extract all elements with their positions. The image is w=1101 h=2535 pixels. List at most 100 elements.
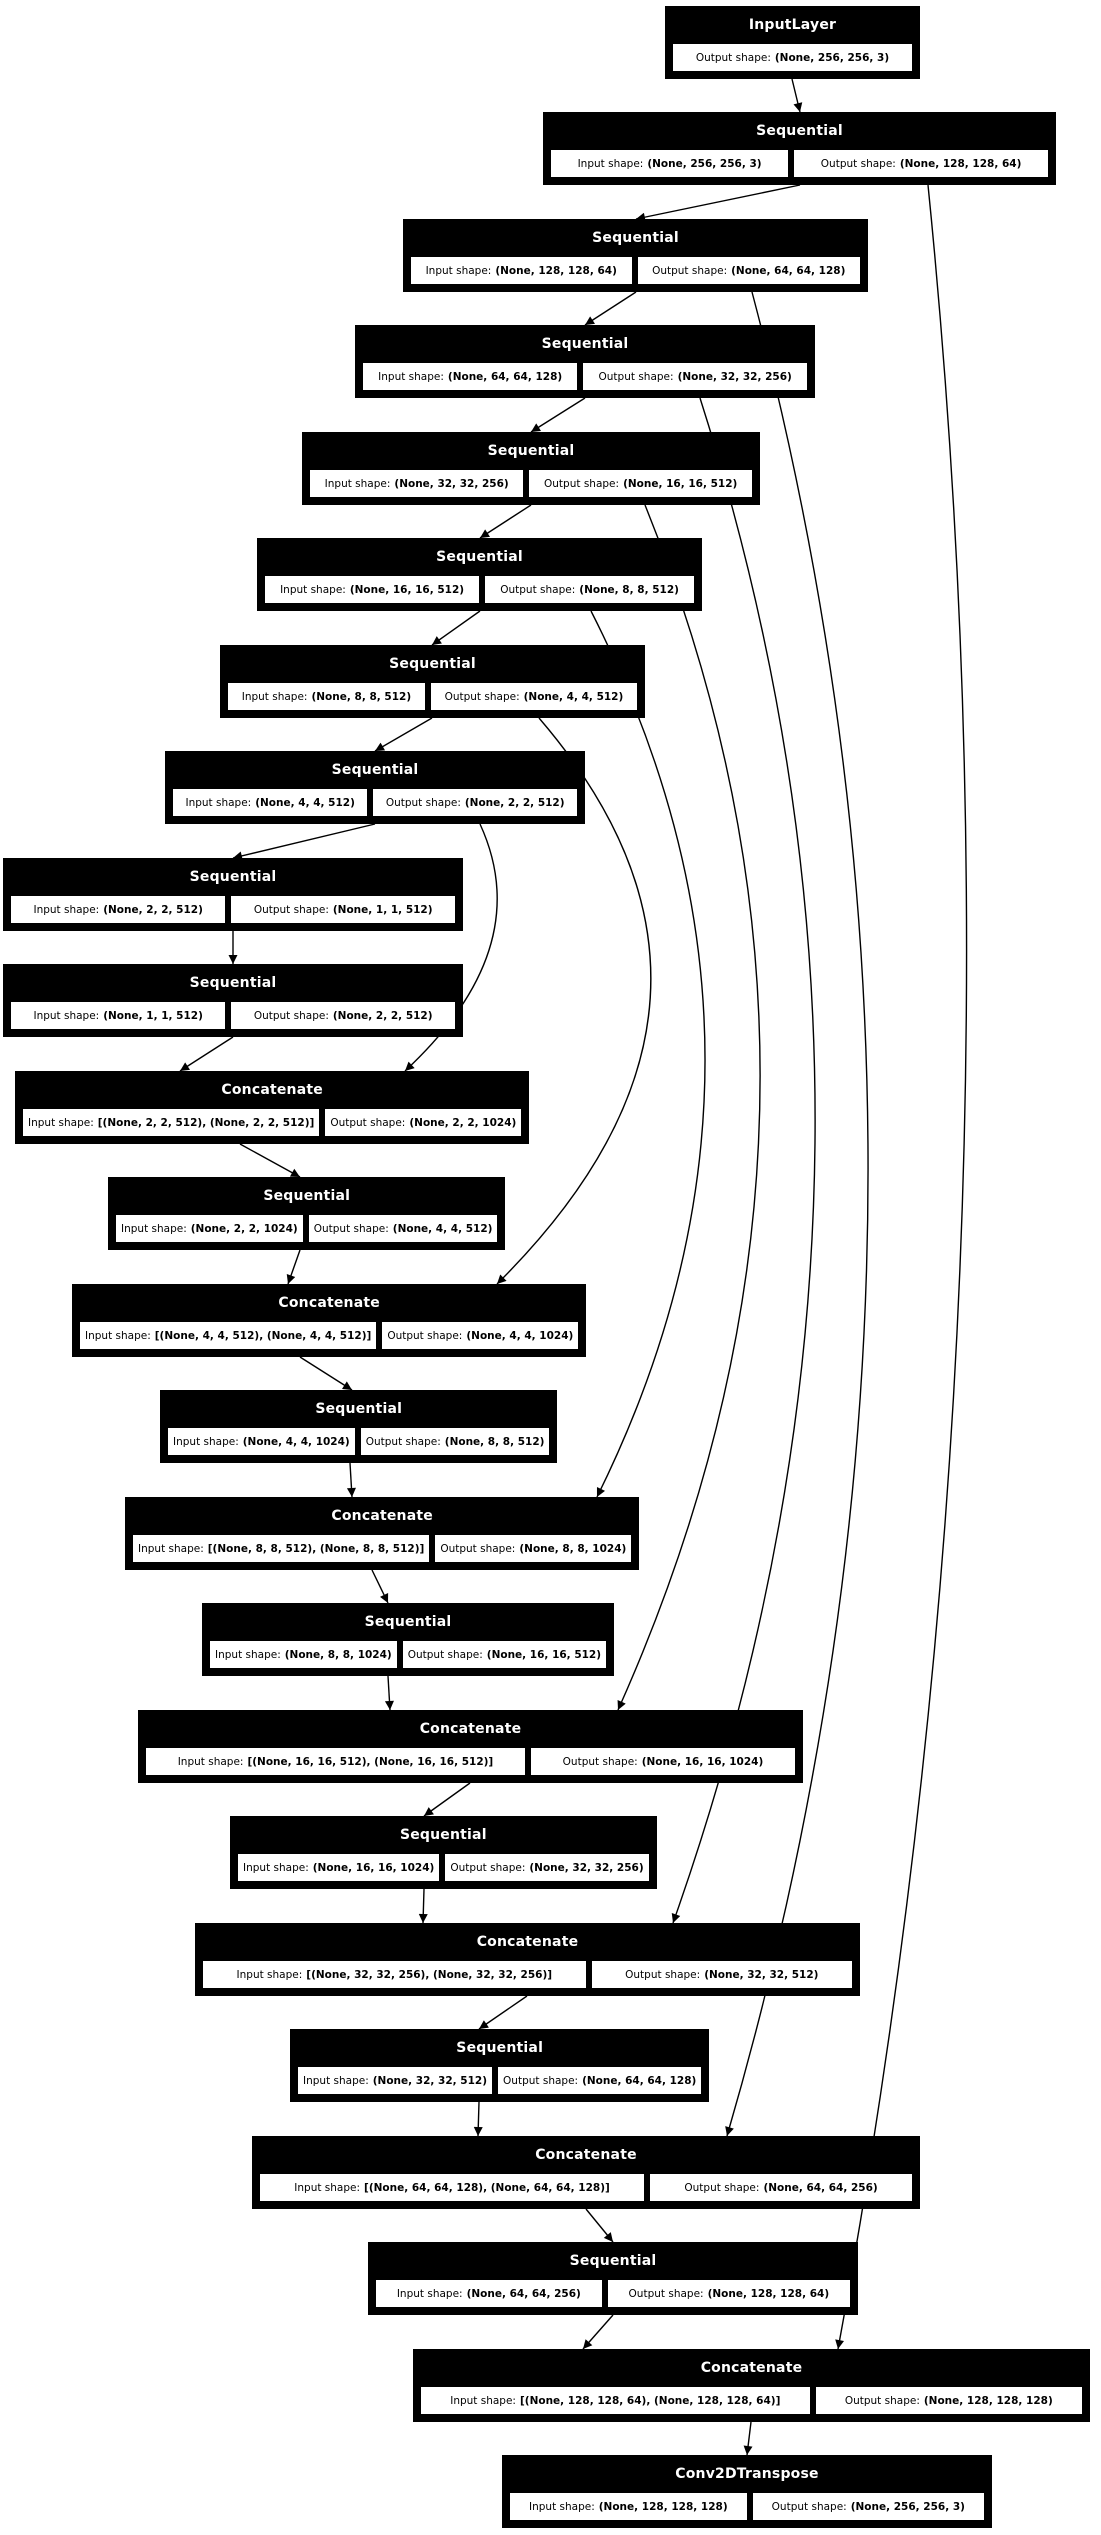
shape-value: (None, 128, 128, 128) bbox=[598, 2500, 728, 2513]
edge-seq5-seq6 bbox=[431, 610, 481, 646]
node-sequential-7: Sequential Input shape:(None, 4, 4, 512)… bbox=[165, 751, 585, 824]
layer-title: Concatenate bbox=[331, 1507, 433, 1524]
shape-value: (None, 128, 128, 64) bbox=[899, 157, 1022, 170]
edge-seq12-concat4 bbox=[384, 1675, 394, 1711]
node-concatenate-2: Concatenate Input shape:[(None, 4, 4, 51… bbox=[72, 1284, 587, 1357]
shape-value: (None, 32, 32, 256) bbox=[394, 477, 509, 490]
node-sequential-9: Sequential Input shape:(None, 1, 1, 512)… bbox=[3, 964, 463, 1037]
shape-value: (None, 32, 32, 256) bbox=[529, 1861, 644, 1874]
shape-label: Output shape: bbox=[407, 1648, 483, 1661]
edge-seq11-concat3 bbox=[346, 1462, 356, 1498]
shape-label: Output shape: bbox=[365, 1435, 441, 1448]
output-shape-cell: Output shape:(None, 64, 64, 128) bbox=[497, 2066, 703, 2095]
input-shape-cell: Input shape:[(None, 2, 2, 512), (None, 2… bbox=[22, 1108, 321, 1137]
layer-title: Sequential bbox=[263, 1187, 351, 1204]
shape-value: [(None, 16, 16, 512), (None, 16, 16, 512… bbox=[247, 1755, 494, 1768]
layer-title: Sequential bbox=[756, 122, 843, 139]
edge-concat4-seq13 bbox=[423, 1782, 471, 1817]
skip-edge-seq1-concat7 bbox=[835, 184, 968, 2350]
shape-label: Input shape: bbox=[85, 1329, 151, 1342]
shape-label: Output shape: bbox=[503, 2074, 579, 2087]
edge-concat2-seq11 bbox=[299, 1356, 353, 1391]
output-shape-cell: Output shape:(None, 8, 8, 1024) bbox=[434, 1534, 633, 1563]
layer-title: Concatenate bbox=[476, 1933, 579, 1950]
shape-value: (None, 32, 32, 256) bbox=[677, 370, 792, 383]
node-sequential-10: Sequential Input shape:(None, 2, 2, 1024… bbox=[108, 1177, 506, 1250]
shape-value: (None, 1, 1, 512) bbox=[332, 903, 433, 916]
shape-label: Input shape: bbox=[33, 1009, 100, 1022]
shape-label: Input shape: bbox=[177, 1755, 244, 1768]
input-shape-cell: Input shape:(None, 16, 16, 1024) bbox=[237, 1853, 441, 1882]
edge-seq6-seq7 bbox=[374, 717, 433, 752]
node-sequential-4: Sequential Input shape:(None, 32, 32, 25… bbox=[302, 432, 760, 505]
layer-title: Concatenate bbox=[419, 1720, 522, 1737]
output-shape-cell: Output shape:(None, 2, 2, 1024) bbox=[324, 1108, 523, 1137]
node-concatenate-5: Concatenate Input shape:[(None, 32, 32, … bbox=[195, 1923, 860, 1996]
shape-value: (None, 2, 2, 512) bbox=[103, 903, 203, 916]
layer-title: Sequential bbox=[364, 1613, 452, 1630]
shape-value: (None, 8, 8, 1024) bbox=[519, 1542, 627, 1555]
shape-label: Output shape: bbox=[544, 477, 620, 490]
shape-label: Input shape: bbox=[241, 690, 308, 703]
output-shape-cell: Output shape:(None, 256, 256, 3) bbox=[751, 2492, 985, 2521]
shape-label: Output shape: bbox=[844, 2394, 920, 2407]
shape-label: Input shape: bbox=[33, 903, 100, 916]
shape-value: (None, 4, 4, 512) bbox=[392, 1222, 493, 1235]
edge-seq2-seq3 bbox=[584, 291, 637, 326]
edge-concat6-seq15 bbox=[585, 2208, 614, 2243]
skip-edge-seq3-concat5 bbox=[671, 397, 816, 1924]
input-shape-cell: Input shape:(None, 4, 4, 1024) bbox=[167, 1427, 356, 1456]
input-shape-cell: Input shape:(None, 8, 8, 1024) bbox=[209, 1640, 398, 1669]
node-sequential-12: Sequential Input shape:(None, 8, 8, 1024… bbox=[202, 1603, 615, 1676]
node-sequential-15: Sequential Input shape:(None, 64, 64, 25… bbox=[368, 2242, 858, 2315]
shape-value: (None, 256, 256, 3) bbox=[774, 51, 890, 64]
shape-label: Output shape: bbox=[450, 1861, 526, 1874]
layer-title: Sequential bbox=[456, 2039, 544, 2056]
skip-edge-seq5-concat3 bbox=[590, 610, 706, 1498]
node-inputlayer: InputLayer Output shape:(None, 256, 256,… bbox=[665, 6, 920, 79]
output-shape-cell: Output shape:(None, 8, 8, 512) bbox=[359, 1427, 551, 1456]
edge-seq4-seq5 bbox=[479, 504, 532, 539]
edge-inputlayer-seq1 bbox=[791, 78, 803, 113]
input-shape-cell: Input shape:[(None, 4, 4, 512), (None, 4… bbox=[79, 1321, 378, 1350]
output-shape-cell: Output shape:(None, 16, 16, 512) bbox=[401, 1640, 608, 1669]
shape-value: (None, 16, 16, 512) bbox=[349, 583, 465, 596]
edge-seq7-seq8 bbox=[232, 823, 376, 861]
shape-value: (None, 8, 8, 512) bbox=[444, 1435, 545, 1448]
node-sequential-3: Sequential Input shape:(None, 64, 64, 12… bbox=[355, 325, 815, 398]
shape-value: [(None, 2, 2, 512), (None, 2, 2, 512)] bbox=[97, 1116, 315, 1129]
shape-value: [(None, 128, 128, 64), (None, 128, 128, … bbox=[519, 2394, 781, 2407]
shape-value: (None, 64, 64, 128) bbox=[447, 370, 563, 383]
output-shape-cell: Output shape:(None, 16, 16, 1024) bbox=[529, 1747, 796, 1776]
shape-label: Output shape: bbox=[562, 1755, 638, 1768]
skip-edge-seq2-concat6 bbox=[725, 291, 869, 2137]
node-sequential-5: Sequential Input shape:(None, 16, 16, 51… bbox=[257, 538, 702, 611]
shape-label: Input shape: bbox=[236, 1968, 303, 1981]
output-shape-cell: Output shape:(None, 1, 1, 512) bbox=[230, 895, 457, 924]
shape-label: Input shape: bbox=[185, 796, 252, 809]
shape-value: (None, 256, 256, 3) bbox=[647, 157, 762, 170]
node-concatenate-3: Concatenate Input shape:[(None, 8, 8, 51… bbox=[125, 1497, 640, 1570]
shape-label: Output shape: bbox=[598, 370, 674, 383]
shape-label: Input shape: bbox=[121, 1222, 187, 1235]
edge-concat7-conv2dtranspose bbox=[743, 2421, 753, 2456]
shape-value: (None, 4, 4, 512) bbox=[255, 796, 355, 809]
layer-title: Conv2DTranspose bbox=[675, 2465, 819, 2482]
skip-edge-seq4-concat4 bbox=[617, 504, 761, 1711]
layer-title: Sequential bbox=[436, 548, 523, 565]
shape-label: Input shape: bbox=[28, 1116, 94, 1129]
input-shape-cell: Input shape:(None, 128, 128, 128) bbox=[509, 2492, 748, 2521]
shape-label: Input shape: bbox=[294, 2181, 361, 2194]
input-shape-cell: Input shape:[(None, 128, 128, 64), (None… bbox=[420, 2386, 811, 2415]
input-shape-cell: Input shape:(None, 128, 128, 64) bbox=[410, 256, 633, 285]
node-sequential-6: Sequential Input shape:(None, 8, 8, 512)… bbox=[220, 645, 645, 718]
shape-label: Input shape: bbox=[280, 583, 346, 596]
shape-label: Output shape: bbox=[652, 264, 728, 277]
shape-label: Output shape: bbox=[695, 51, 771, 64]
node-sequential-1: Sequential Input shape:(None, 256, 256, … bbox=[543, 112, 1056, 185]
shape-label: Output shape: bbox=[628, 2287, 704, 2300]
shape-value: (None, 128, 128, 64) bbox=[495, 264, 617, 277]
shape-value: (None, 8, 8, 512) bbox=[579, 583, 679, 596]
node-sequential-11: Sequential Input shape:(None, 4, 4, 1024… bbox=[160, 1390, 558, 1463]
